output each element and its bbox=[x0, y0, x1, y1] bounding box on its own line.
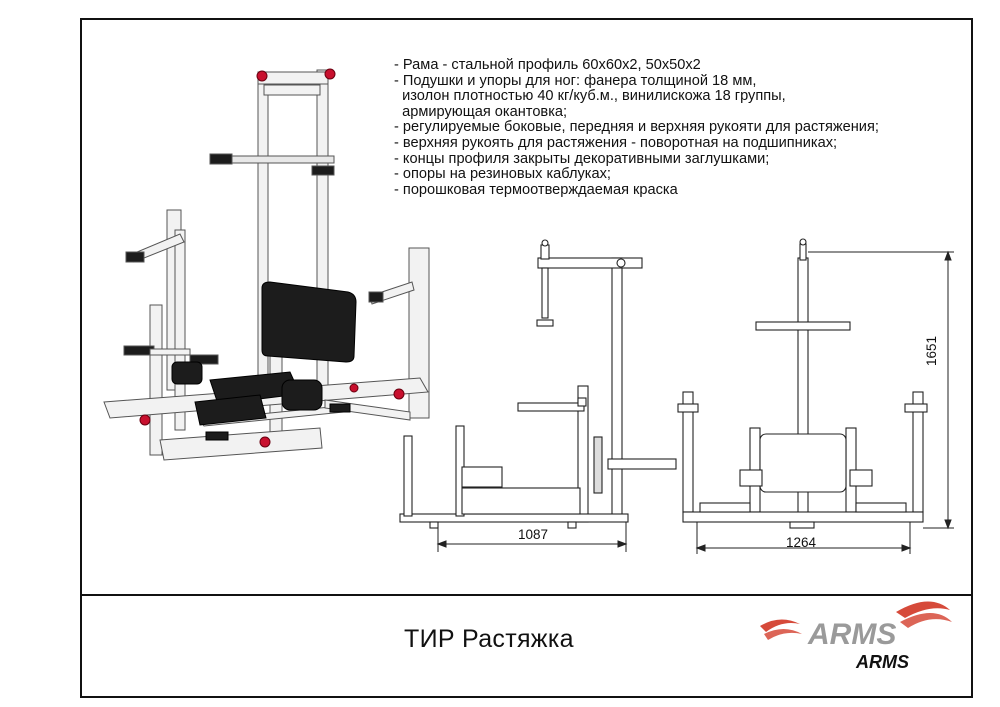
drawing-frame bbox=[80, 18, 973, 698]
red-cap-icon bbox=[139, 68, 405, 448]
product-title: ТИР Растяжка bbox=[404, 625, 574, 653]
spec-line: - опоры на резиновых каблуках; bbox=[394, 166, 611, 183]
spec-line: - Рама - стальной профиль 60х60х2, 50х50… bbox=[394, 57, 701, 73]
dimension-width: 1264 bbox=[786, 535, 817, 550]
spec-line: - концы профиля закрыты декоративными за… bbox=[394, 150, 770, 167]
dimension-depth: 1087 bbox=[518, 527, 549, 542]
spec-line: - порошковая термоотверждаемая краска bbox=[394, 181, 678, 198]
dimension-line-depth bbox=[436, 522, 628, 552]
spec-list: - Рама - стальной профиль 60х60х2, 50х50… bbox=[394, 57, 974, 198]
spec-line: изолон плотностью 40 кг/куб.м., винилиск… bbox=[394, 88, 786, 105]
dimension-line-height bbox=[808, 250, 954, 530]
spec-line: - Подушки и упоры для ног: фанера толщин… bbox=[394, 72, 757, 89]
logo-text-small: ARMS bbox=[855, 652, 909, 672]
spec-line: - регулируемые боковые, передняя и верхн… bbox=[394, 119, 879, 136]
spec-line: - верхняя рукоять для растяжения - повор… bbox=[394, 134, 838, 151]
title-divider bbox=[80, 594, 973, 596]
logo-text-large: ARMS bbox=[807, 618, 896, 651]
dimension-line-width bbox=[695, 522, 912, 554]
spec-line: армирующая окантовка; bbox=[394, 103, 568, 120]
